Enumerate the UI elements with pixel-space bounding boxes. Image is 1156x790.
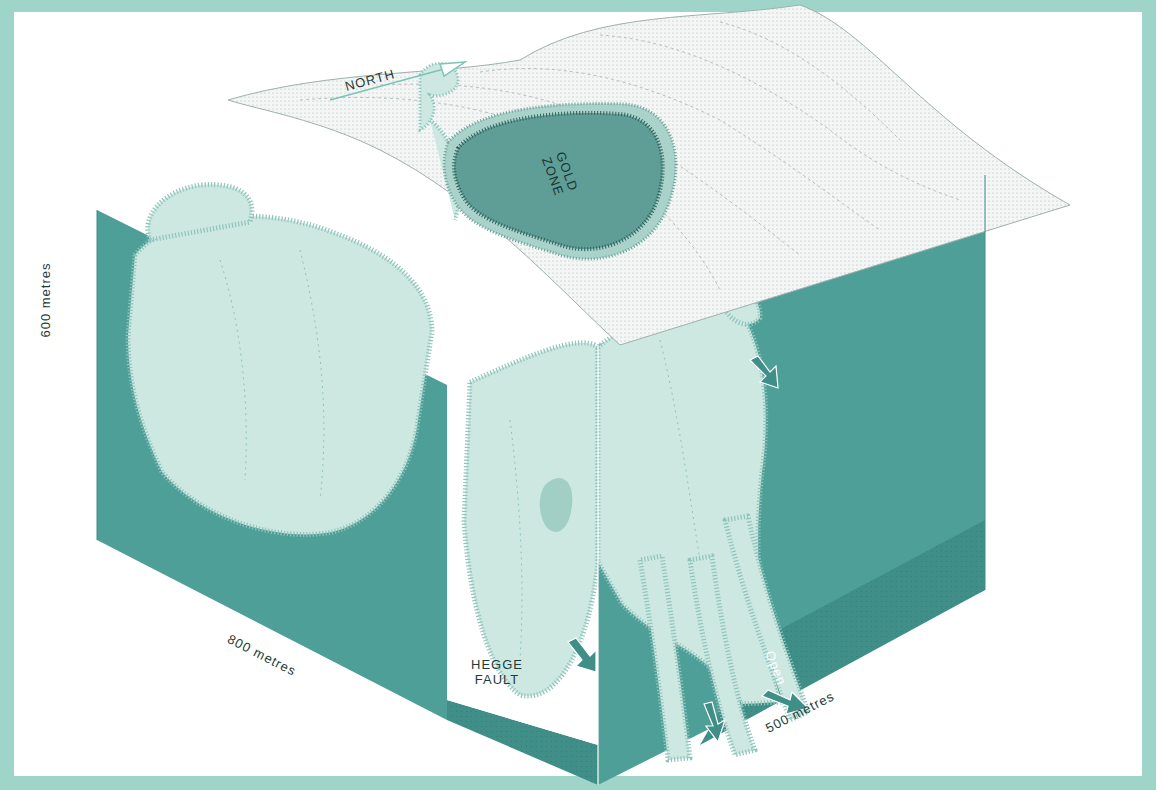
fault-label: HEGGE FAULT — [467, 657, 527, 687]
gold-zone: GOLD ZONE — [440, 100, 680, 270]
block-edge — [97, 210, 98, 540]
zone-body — [454, 113, 663, 249]
block-edge — [597, 345, 598, 785]
contour-lines — [300, 22, 960, 290]
north-arrow — [330, 62, 465, 100]
plunge-arrows — [568, 356, 808, 742]
dimension-label: 600 metres — [38, 245, 53, 355]
ore-bump — [540, 478, 573, 532]
zone-halo — [444, 104, 676, 259]
terrain-surface — [228, 5, 1070, 345]
block-edge — [985, 175, 986, 590]
left-wall — [97, 210, 447, 720]
